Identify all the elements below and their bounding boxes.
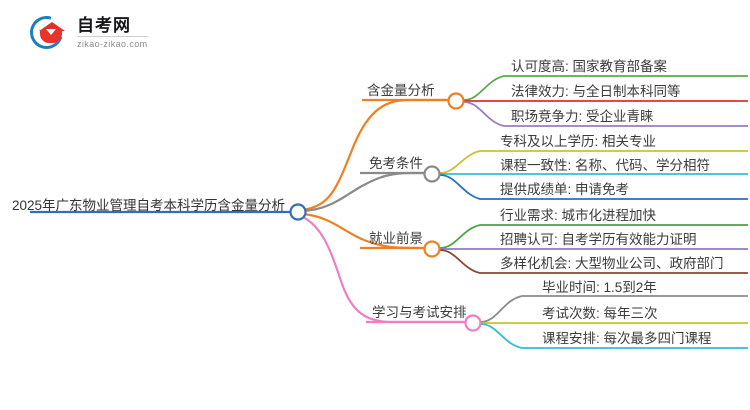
leaf-label-4-3[interactable]: 课程安排: 每次最多四门课程 [542,331,712,346]
branch-label-4[interactable]: 学习与考试安排 [372,305,467,320]
root-node-label[interactable]: 2025年广东物业管理自考本科学历含金量分析 [12,198,286,213]
leaf-connector-4-1 [480,295,748,323]
root-node-circle[interactable] [289,203,307,221]
graduation-cap-icon [24,10,70,55]
logo-cap-base-shape [40,30,62,43]
branch-label-2[interactable]: 免考条件 [369,156,423,171]
leaf-label-1-3[interactable]: 职场竞争力: 受企业青睐 [511,109,654,124]
branch-label-1[interactable]: 含金量分析 [367,83,435,98]
logo-cap-top-shape [39,22,65,31]
leaf-label-3-2[interactable]: 招聘认可: 自考学历有效能力证明 [500,232,697,247]
branch-trunk-1 [301,98,449,212]
logo-text-block: 自考网 zikao-zikao.com [77,17,148,49]
leaf-connector-2-1 [439,150,748,174]
leaf-label-2-1[interactable]: 专科及以上学历: 相关专业 [500,134,657,149]
logo-domain: zikao-zikao.com [77,39,148,49]
leaf-label-2-3[interactable]: 提供成绩单: 申请免考 [500,182,630,197]
leaf-connector-3-1 [439,224,748,249]
leaf-connector-4-3 [480,323,748,349]
site-logo: 自考网 zikao-zikao.com [24,10,178,56]
leaf-label-4-2[interactable]: 考试次数: 每年三次 [542,306,658,321]
logo-title: 自考网 [77,17,148,37]
branch-node-circle-4[interactable] [464,314,482,332]
branch-node-circle-1[interactable] [447,92,465,110]
branch-label-3[interactable]: 就业前景 [369,231,423,246]
leaf-connector-1-1 [463,75,748,101]
leaf-label-3-1[interactable]: 行业需求: 城市化进程加快 [500,208,657,223]
branch-trunk-2 [301,171,424,213]
branch-node-circle-2[interactable] [423,165,441,183]
leaf-label-2-2[interactable]: 课程一致性: 名称、代码、学分相符 [500,158,711,173]
branch-node-circle-3[interactable] [423,240,441,258]
leaf-label-3-3[interactable]: 多样化机会: 大型物业公司、政府部门 [500,256,724,271]
logo-cap-notch-shape [46,29,56,35]
leaf-connector-2-3 [439,174,748,200]
leaf-connector-1-3 [463,101,748,127]
leaf-label-1-1[interactable]: 认可度高: 国家教育部备案 [511,59,668,74]
leaf-label-1-2[interactable]: 法律效力: 与全日制本科同等 [511,84,681,99]
branch-trunk-4 [300,215,466,324]
leaf-label-4-1[interactable]: 毕业时间: 1.5到2年 [542,280,657,295]
leaf-connector-3-3 [439,249,748,274]
